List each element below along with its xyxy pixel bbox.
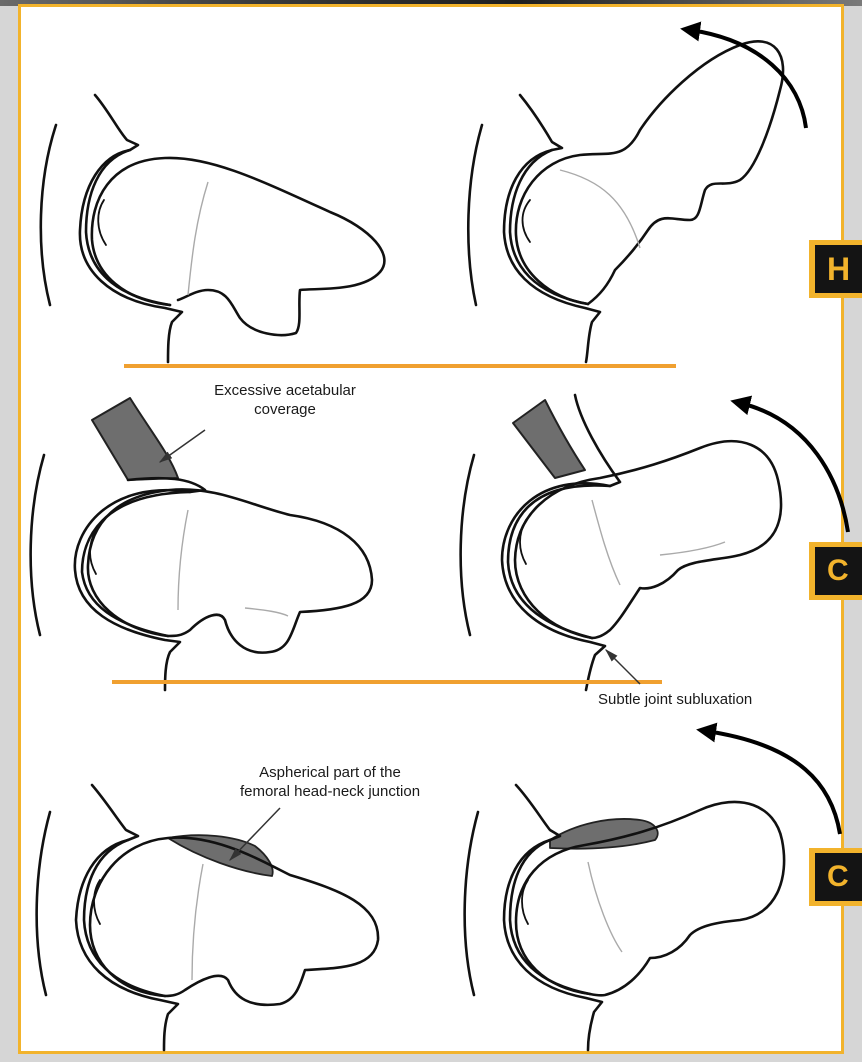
row3-neutral-hip — [37, 785, 378, 1050]
excessive-coverage-label: Excessive acetabular coverage — [185, 381, 385, 419]
subluxation-label: Subtle joint subluxation — [598, 690, 812, 709]
row2-flexed-hip — [461, 395, 781, 690]
aspherical-region-shade — [168, 835, 273, 876]
femoral-head-inner — [98, 200, 106, 245]
row1-flexed-hip — [468, 41, 783, 362]
rotation-arrow-icon — [740, 403, 848, 532]
section-tag-h: H — [809, 240, 862, 298]
row2-neutral-hip — [31, 398, 372, 690]
aspherical-label: Aspherical part of the femoral head-neck… — [190, 763, 470, 801]
acetabulum-rim — [80, 95, 182, 362]
row1-neutral-hip — [41, 95, 385, 362]
pelvis-outline — [41, 125, 56, 305]
femoral-head-neck — [92, 158, 385, 335]
excessive-coverage-shade — [92, 398, 178, 480]
section-tag-c-2: C — [809, 848, 862, 906]
subluxation-pointer — [606, 650, 640, 684]
excessive-coverage-pointer — [160, 430, 205, 462]
section-tag-c-1: C — [809, 542, 862, 600]
row3-flexed-hip — [465, 785, 784, 1050]
rotation-arrow-icon — [690, 30, 806, 128]
growth-line — [188, 182, 208, 295]
